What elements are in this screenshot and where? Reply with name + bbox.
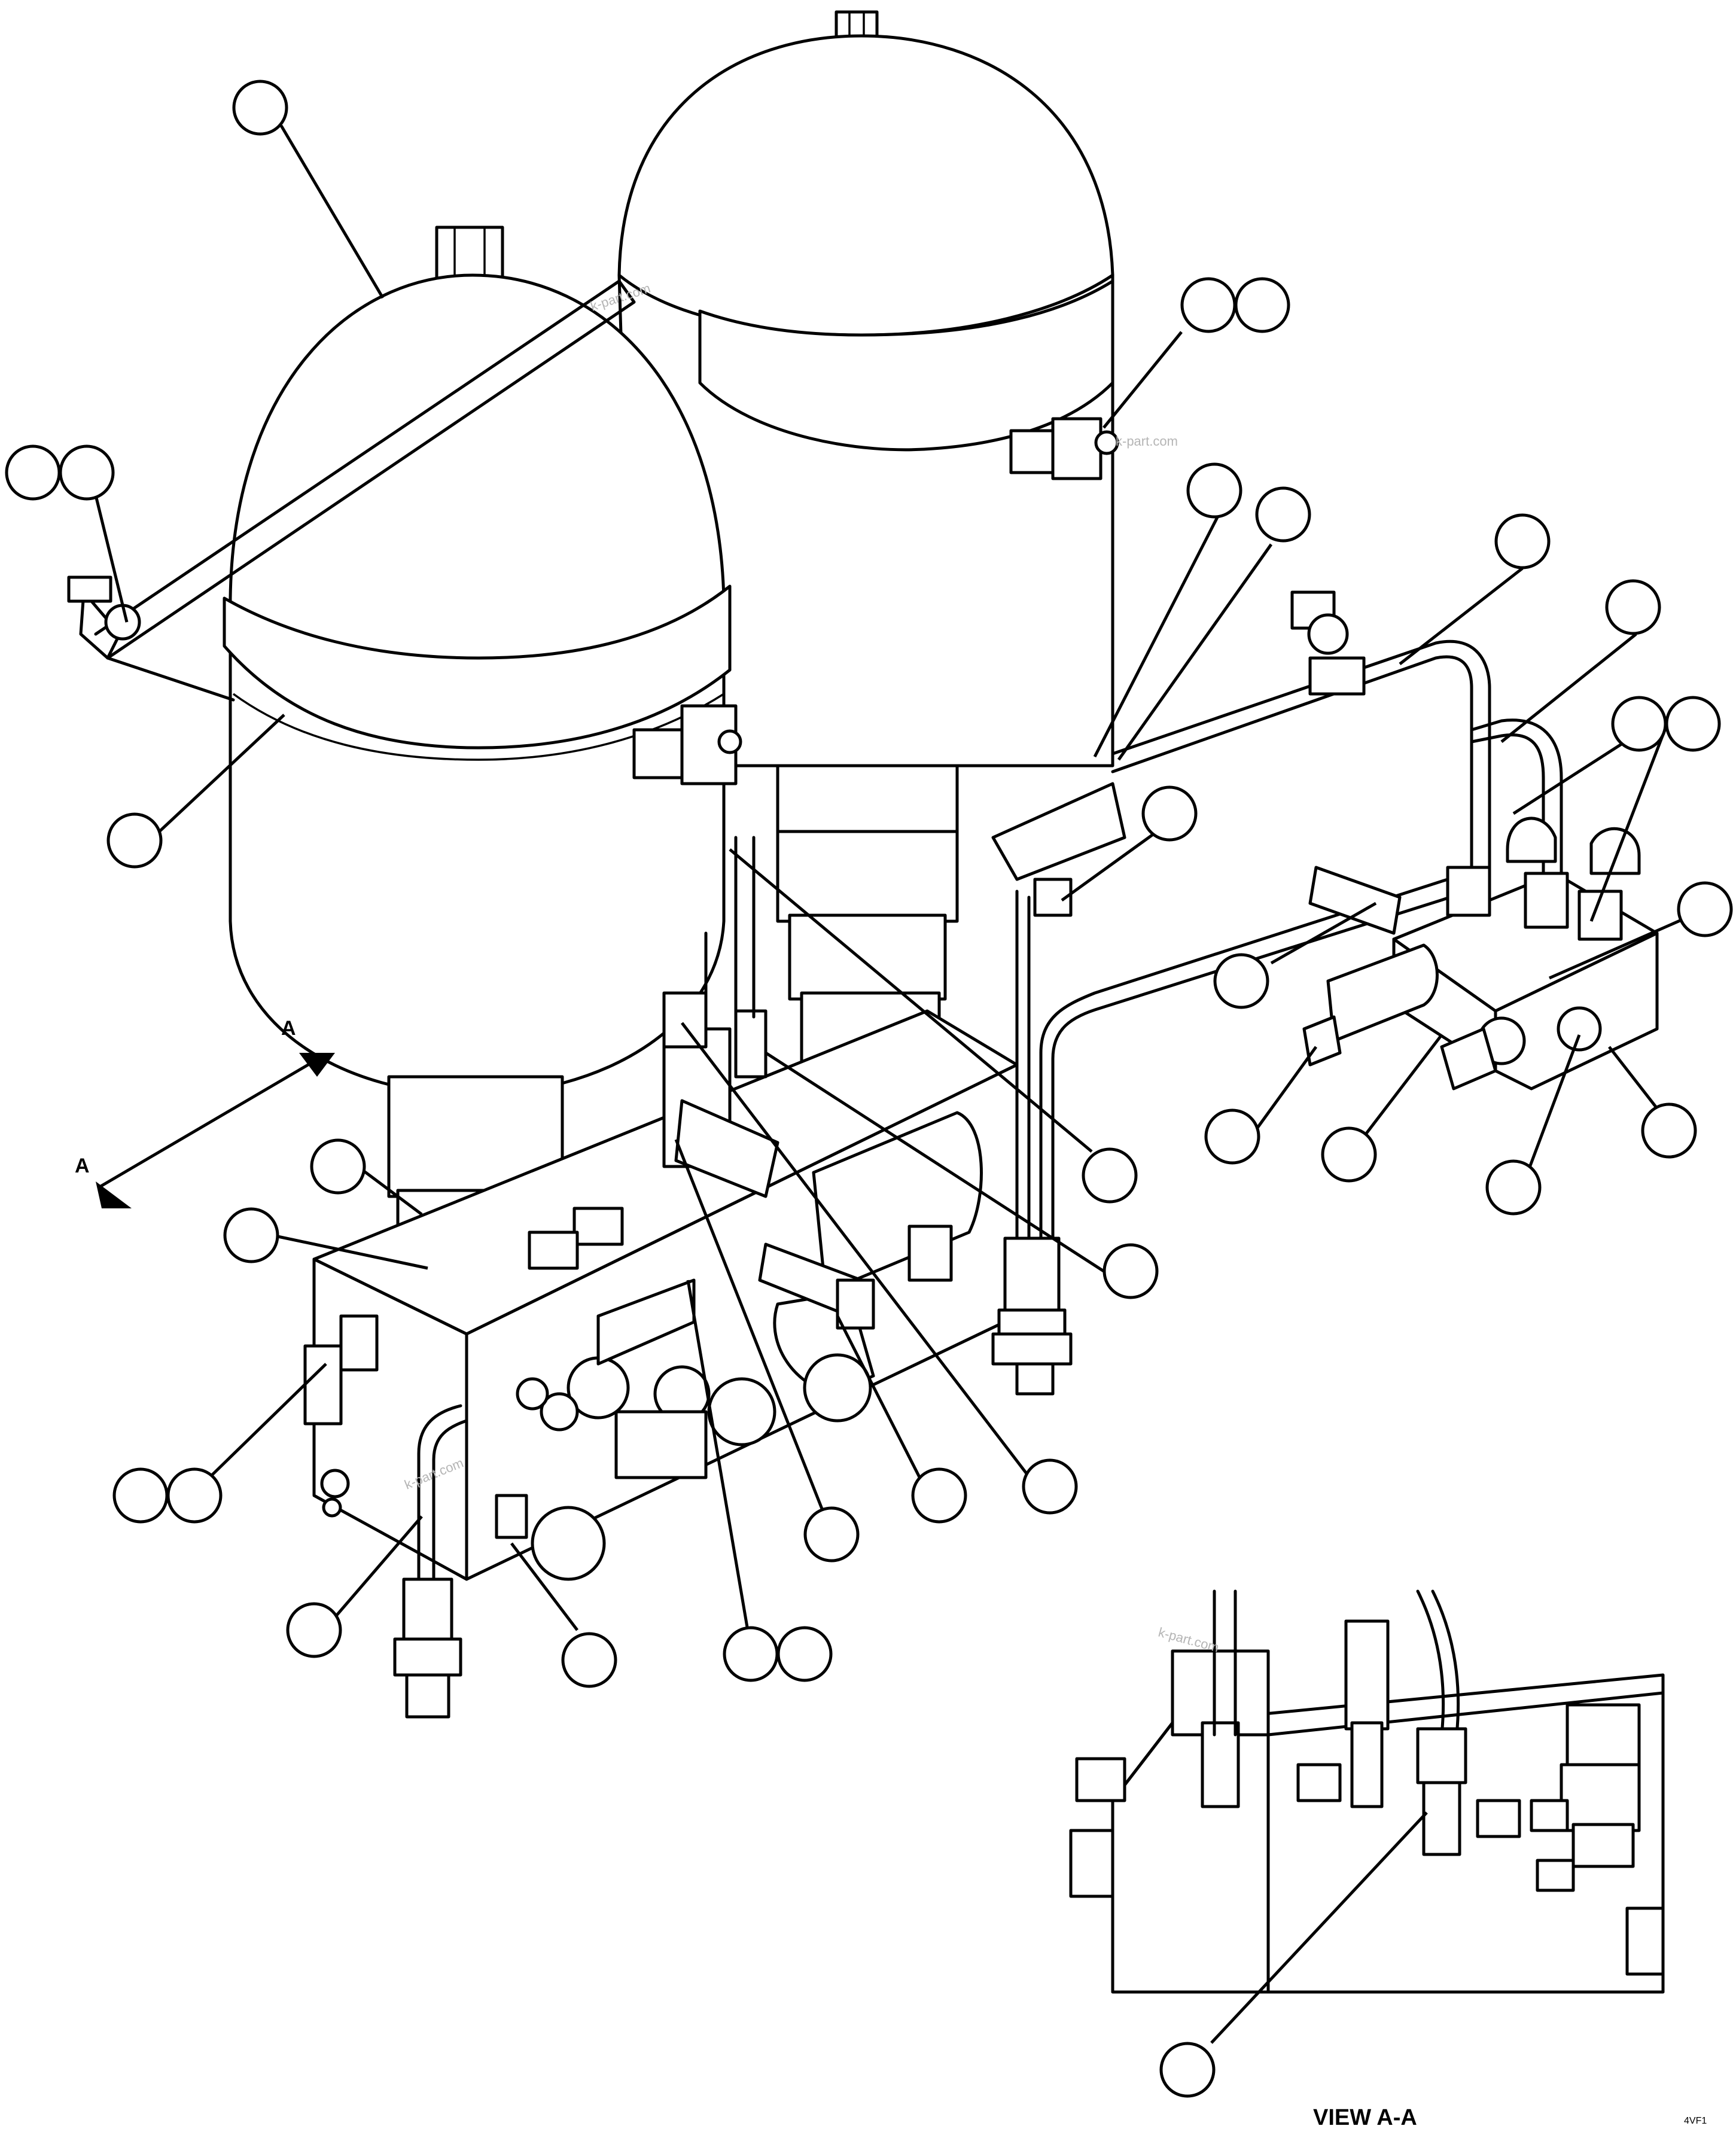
callout-balloon [723,1626,779,1682]
callout-balloon [911,1467,967,1524]
section-a-indicator [96,1053,335,1208]
callout-balloon [803,1506,860,1563]
callout-balloon [1204,1108,1260,1165]
lower-left-tube [393,1404,468,1719]
callout-balloon [561,1632,617,1688]
callout-balloon [1141,785,1198,842]
callout-balloon [112,1467,169,1524]
callout-balloon [1186,462,1242,519]
callout-balloon [1159,2042,1216,2098]
right-manifold-block [1302,817,1659,1091]
callout-balloon [232,80,288,136]
callout-balloons [5,80,1733,2098]
callout-balloon [1485,1159,1542,1216]
callout-balloon [310,1138,366,1195]
callout-balloon [223,1207,279,1263]
callout-balloon [106,812,163,869]
callout-balloon [1022,1458,1078,1515]
callout-balloon [1665,696,1721,752]
callout-balloon [1605,579,1661,635]
leader-lines [94,124,1700,2044]
callout-balloon [166,1467,223,1524]
callout-balloon [1082,1147,1138,1204]
view-title: VIEW A-A [1313,2105,1417,2129]
callout-balloon [1494,513,1551,569]
callout-balloon [1255,486,1311,543]
callout-balloon [1611,696,1667,752]
figure-code: 4VF1 [1684,2116,1707,2126]
main-manifold-block [303,1009,1019,1581]
callout-balloon [286,1602,342,1658]
callout-balloon [776,1626,833,1682]
center-valve-cluster [662,836,875,1330]
callout-balloon [5,444,61,501]
view-a-a-inset [1069,1589,1665,1994]
callout-balloon [1180,277,1236,333]
callout-balloon [1677,881,1733,937]
callout-balloon [59,444,115,501]
callout-balloon [1213,953,1269,1009]
callout-balloon [1321,1126,1377,1183]
support-bracket [67,279,636,702]
watermark: k-part.com [1116,434,1178,449]
callout-balloon [1641,1102,1697,1159]
callout-balloon [1234,277,1290,333]
section-label-a-left: A [75,1155,90,1177]
section-label-a-top: A [281,1017,296,1040]
tube-routing [991,590,1563,1396]
callout-balloon [1102,1243,1159,1299]
